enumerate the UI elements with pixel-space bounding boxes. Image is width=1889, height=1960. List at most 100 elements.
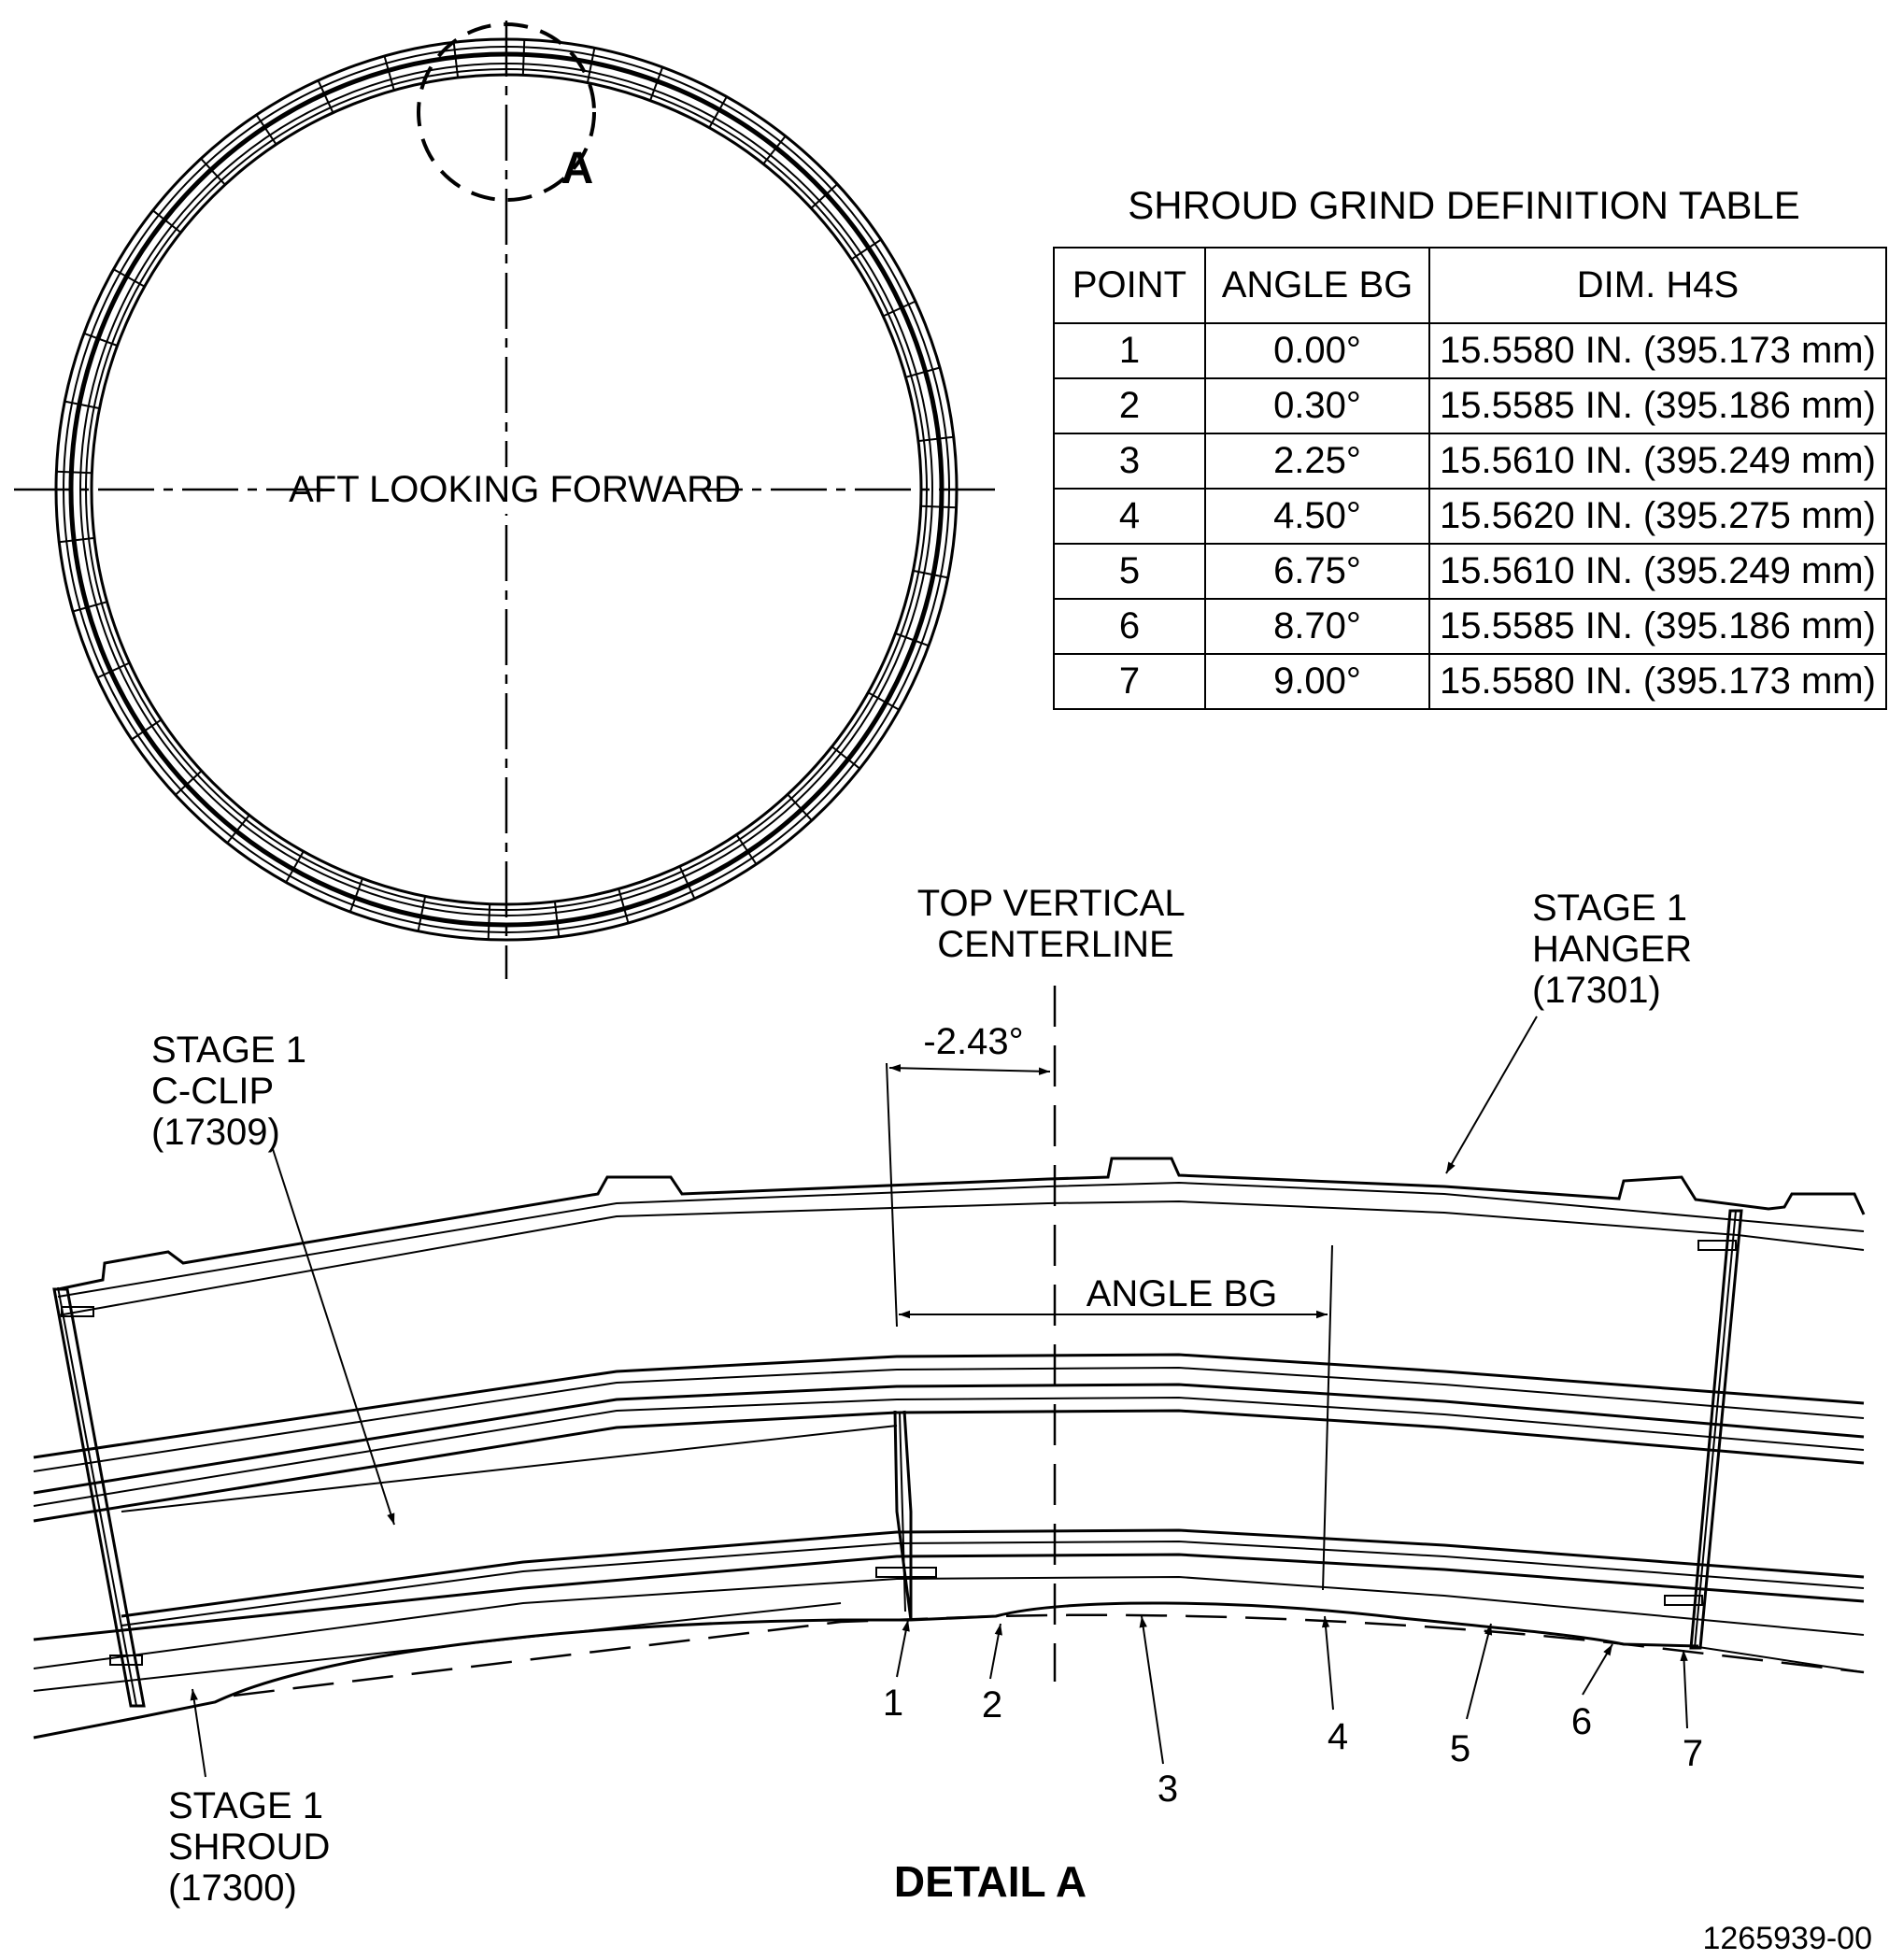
hanger-label-line-2: HANGER — [1532, 929, 1692, 970]
c-clip-upper-edge — [33, 1409, 1865, 1523]
cell-dim: 15.5585 IN. (395.186 mm) — [1428, 598, 1887, 655]
cell-point: 6 — [1053, 598, 1206, 655]
offset-reference-line — [886, 1062, 898, 1328]
ring-segment-tick — [867, 691, 900, 711]
ring-segment-tick — [83, 332, 118, 347]
ring-segment-tick — [452, 42, 460, 78]
shroud-original-contour — [233, 1613, 1865, 1697]
shroud-grind-definition-table: POINT ANGLE BG DIM. H4S 1 0.00° 15.5580 … — [1053, 247, 1887, 710]
ring-segment-tick — [521, 39, 526, 76]
right-segment-face-inner — [1694, 1210, 1737, 1649]
ring-segment-tick — [200, 158, 226, 186]
cell-dim: 15.5580 IN. (395.173 mm) — [1428, 653, 1887, 710]
ring-segment-tick — [131, 718, 163, 741]
ring-segment-tick — [226, 814, 250, 844]
ring-segment-tick — [882, 300, 916, 318]
offset-angle-dimension-arrow — [888, 1064, 1051, 1075]
right-shroud-tab — [1664, 1595, 1703, 1606]
detail-a-marker: A — [561, 144, 594, 193]
ring-segment-tick — [810, 183, 838, 209]
ring-segment-tick — [59, 536, 95, 544]
hanger-inner-band — [57, 1200, 1865, 1316]
c-clip-label-line-3: (17309) — [151, 1112, 280, 1153]
c-clip-inner-edge — [121, 1425, 898, 1513]
cell-dim: 15.5585 IN. (395.186 mm) — [1428, 377, 1887, 434]
ring-segment-tick — [678, 865, 696, 900]
point-3-label: 3 — [1158, 1768, 1178, 1810]
c-clip-label-line-1: STAGE 1 — [151, 1030, 306, 1071]
shroud-upper-line — [121, 1528, 1865, 1618]
detail-a-view: TOP VERTICAL CENTERLINE STAGE 1 HANGER (… — [33, 883, 1866, 1909]
point-2-label: 2 — [982, 1684, 1002, 1726]
ring-segment-tick — [113, 268, 146, 288]
shroud-label: STAGE 1 SHROUD (17300) — [168, 1785, 340, 1909]
ring-segment-tick — [913, 569, 948, 579]
ring-segment-tick — [905, 366, 941, 378]
point-6-leader — [1582, 1643, 1613, 1696]
ring-segment-tick — [708, 96, 728, 129]
point-3-leader — [1139, 1615, 1164, 1765]
cell-angle: 4.50° — [1204, 488, 1430, 545]
cell-point: 1 — [1053, 322, 1206, 379]
table-row: 1 0.00° 15.5580 IN. (395.173 mm) — [1053, 322, 1887, 379]
ring-segment-tick — [487, 903, 491, 940]
angle-bg-label: ANGLE BG — [1087, 1273, 1278, 1314]
cell-angle: 9.00° — [1204, 653, 1430, 710]
cell-dim: 15.5610 IN. (395.249 mm) — [1428, 433, 1887, 490]
table-header-row: POINT ANGLE BG DIM. H4S — [1053, 247, 1887, 324]
left-segment-face — [52, 1287, 146, 1708]
cell-angle: 8.70° — [1204, 598, 1430, 655]
ring-segment-tick — [255, 114, 277, 146]
hanger-body-upper — [33, 1353, 1865, 1459]
point-1-label: 1 — [883, 1683, 903, 1724]
offset-angle-label: -2.43° — [923, 1021, 1023, 1062]
ring-segment-tick — [64, 400, 100, 410]
cell-dim: 15.5610 IN. (395.249 mm) — [1428, 543, 1887, 600]
cell-point: 4 — [1053, 488, 1206, 545]
shroud-label-line-2: SHROUD — [168, 1826, 330, 1868]
ring-segment-tick — [895, 632, 930, 647]
shroud-inner-line-right — [1697, 1646, 1865, 1673]
center-segment-face — [893, 1410, 913, 1621]
shroud-lower-line — [33, 1575, 1865, 1669]
cell-point: 7 — [1053, 653, 1206, 710]
ring-segment-tick — [72, 601, 107, 613]
hanger-leader — [1445, 1016, 1538, 1174]
ring-segment-tick — [649, 66, 664, 101]
table-title: SHROUD GRIND DEFINITION TABLE — [1128, 183, 1800, 227]
point-4-leader — [1321, 1615, 1334, 1711]
left-shroud-tab — [109, 1655, 143, 1666]
angle-bg-label-background — [1093, 1271, 1272, 1312]
cell-angle: 2.25° — [1204, 433, 1430, 490]
hanger-label-line-3: (17301) — [1532, 970, 1661, 1011]
c-clip-label-line-2: C-CLIP — [151, 1071, 273, 1112]
ring-segment-tick — [553, 901, 561, 937]
table-row: 5 6.75° 15.5610 IN. (395.249 mm) — [1053, 543, 1887, 600]
cell-point: 5 — [1053, 543, 1206, 600]
ring-segment-tick — [735, 833, 758, 865]
table-row: 7 9.00° 15.5580 IN. (395.173 mm) — [1053, 653, 1887, 710]
ring-segment-tick — [56, 470, 92, 475]
angle-bg-extension-line — [1322, 1244, 1333, 1591]
header-angle-bg: ANGLE BG — [1204, 247, 1430, 324]
hanger-label-line-1: STAGE 1 — [1532, 888, 1687, 929]
overview-ring-view: AFT LOOKING FORWARD A — [14, 21, 998, 979]
view-label: AFT LOOKING FORWARD — [289, 469, 741, 510]
ring-segment-tick — [586, 48, 596, 83]
shroud-line — [33, 1553, 1865, 1641]
ring-segment-tick — [317, 79, 334, 114]
left-clip-tab — [61, 1306, 94, 1317]
ring-segment-tick — [348, 878, 363, 913]
ring-segment-tick — [417, 896, 427, 931]
point-7-leader — [1680, 1649, 1688, 1729]
hanger-body-line — [33, 1366, 1865, 1472]
ring-segment-ticks — [56, 39, 957, 940]
ring-segment-tick — [175, 770, 203, 796]
ring-segment-tick — [831, 746, 860, 770]
hanger-label: STAGE 1 HANGER (17301) — [1532, 888, 1702, 1011]
ring-segment-tick — [96, 661, 131, 679]
shroud-line — [121, 1540, 1865, 1626]
ring-segment-tick — [285, 850, 305, 883]
center-segment-face-inner — [899, 1412, 906, 1612]
